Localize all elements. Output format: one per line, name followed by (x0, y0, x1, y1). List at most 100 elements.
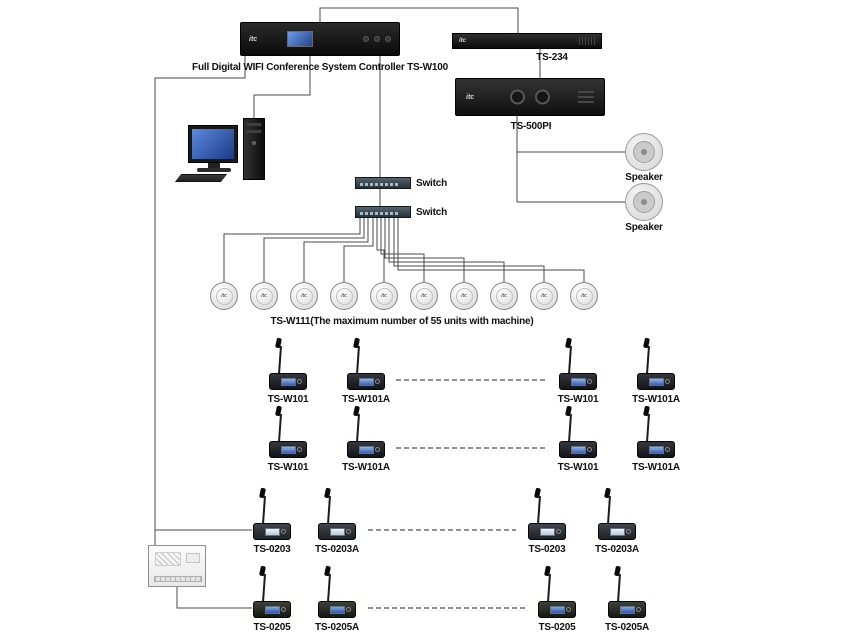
port-dot (395, 183, 398, 186)
wire-controller-to-ts234 (319, 7, 519, 33)
network-switch-1 (355, 177, 411, 189)
mic-label: TS-0205A (315, 622, 359, 633)
mic-base (253, 601, 291, 618)
ring-knob-icon (510, 89, 525, 105)
mic-screen (265, 528, 280, 536)
tsw111-wifi-unit: itc (210, 282, 238, 310)
mic-label: TS-W101A (632, 394, 680, 405)
vent-grill (579, 37, 595, 45)
mic-button-icon (636, 607, 641, 612)
amp-knobs (510, 89, 550, 105)
mic-screen (540, 528, 555, 536)
conference-microphone (252, 565, 292, 618)
mic-label: TS-0203 (253, 544, 291, 555)
mic-gooseneck (356, 413, 360, 443)
mic-screen (571, 378, 586, 386)
mic-button-icon (346, 529, 351, 534)
mic-screen (550, 606, 565, 614)
mic-gooseneck (262, 495, 266, 525)
tsw111-unit-brand: itc (215, 287, 233, 305)
mic-gooseneck (607, 495, 611, 525)
vent-line (594, 37, 595, 45)
speaker-2-label: Speaker (625, 222, 663, 233)
speaker-dot (641, 199, 647, 205)
mic-button-icon (587, 379, 592, 384)
port-dot (385, 212, 388, 215)
wire-switch-to-tsw111-unit (380, 218, 425, 282)
mic-label: TS-W101A (632, 462, 680, 473)
speaker-1-label: Speaker (625, 172, 663, 183)
tsw111-wifi-unit: itc (490, 282, 518, 310)
conference-microphone (636, 337, 676, 390)
vent-line (588, 37, 589, 45)
mic-button-icon (626, 529, 631, 534)
mic-gooseneck (547, 573, 551, 603)
tsw111-wifi-unit: itc (290, 282, 318, 310)
mic-label: TS-0203 (528, 544, 566, 555)
mic-base (559, 441, 597, 458)
tsw111-wifi-unit: itc (250, 282, 278, 310)
conference-microphone (558, 337, 598, 390)
conference-microphone (346, 405, 386, 458)
mic-screen (649, 446, 664, 454)
mic-screen (359, 378, 374, 386)
port-dot (380, 183, 383, 186)
tsw111-unit-brand: itc (295, 287, 313, 305)
mic-base (637, 373, 675, 390)
psu-label-patch (186, 553, 200, 563)
mic-label: TS-0205 (538, 622, 576, 633)
speaker-1 (625, 133, 663, 171)
mic-screen (281, 378, 296, 386)
port-dot (380, 212, 383, 215)
wire-switch-to-tsw111-unit (343, 218, 374, 282)
speaker-dot (641, 149, 647, 155)
mic-label: TS-W101 (557, 462, 599, 473)
controller-label: Full Digital WIFI Conference System Cont… (192, 62, 448, 73)
computer-monitor (188, 125, 238, 163)
tsw111-wifi-unit: itc (530, 282, 558, 310)
wire-switch-to-tsw111-unit (223, 218, 361, 282)
mic-label: TS-W101 (267, 462, 309, 473)
tsw111-wifi-unit: itc (570, 282, 598, 310)
tsw111-wifi-unit: itc (450, 282, 478, 310)
port-dot (360, 212, 363, 215)
monitor-screen (192, 129, 234, 159)
mic-label: TS-W101 (267, 394, 309, 405)
mic-button-icon (587, 447, 592, 452)
drive-bay (247, 123, 261, 126)
conference-microphone (527, 487, 567, 540)
itc-logo: itc (459, 38, 467, 44)
power-supply-unit (148, 545, 206, 587)
drive-bay (247, 130, 261, 133)
mic-gooseneck (537, 495, 541, 525)
mic-base (538, 601, 576, 618)
ts234-label: TS-234 (536, 52, 568, 63)
mic-base (269, 373, 307, 390)
conference-microphone (252, 487, 292, 540)
tsw111-unit-brand: itc (495, 287, 513, 305)
amp-line (578, 96, 594, 98)
mic-button-icon (556, 529, 561, 534)
conference-microphone (268, 405, 308, 458)
wire-switch-to-tsw111-unit (393, 218, 545, 282)
conference-microphone (558, 405, 598, 458)
port-dot (390, 183, 393, 186)
itc-logo: itc (249, 35, 258, 43)
computer-keyboard (174, 174, 228, 182)
mic-button-icon (375, 447, 380, 452)
ring-knob-icon (535, 89, 550, 105)
switch-1-label: Switch (416, 178, 448, 189)
conference-microphone (317, 487, 357, 540)
mic-screen (265, 606, 280, 614)
mic-base (608, 601, 646, 618)
tsw111-wifi-unit: itc (330, 282, 358, 310)
ts234-unit: itc (452, 33, 602, 49)
controller-screen (287, 31, 314, 47)
tsw111-unit-brand: itc (535, 287, 553, 305)
mic-screen (610, 528, 625, 536)
mic-base (559, 373, 597, 390)
wire-switch-to-tsw111-unit (263, 218, 365, 282)
mic-gooseneck (568, 413, 572, 443)
